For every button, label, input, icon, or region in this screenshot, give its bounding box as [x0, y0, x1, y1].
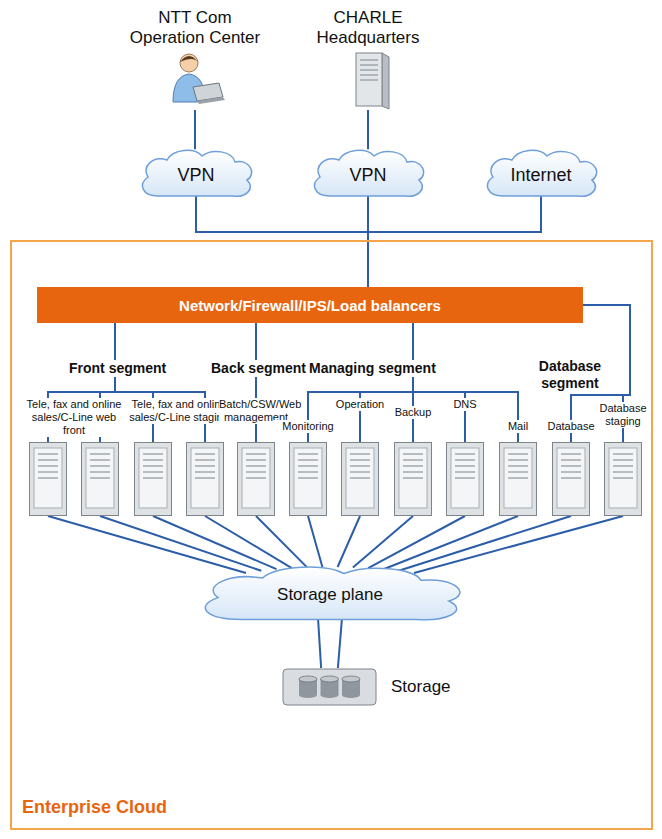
operator-icon — [163, 50, 227, 110]
server-label: Tele, fax and online sales/C-Line web fr… — [22, 398, 126, 437]
site-node: CHARLE Headquarters — [298, 8, 438, 110]
server-node: DNS — [446, 442, 484, 516]
server-node: Database — [552, 442, 590, 516]
cloud-label: VPN — [177, 165, 214, 186]
server-node: Batch/CSW/Web management — [237, 442, 275, 516]
connector — [255, 323, 257, 442]
connector — [367, 110, 369, 149]
connector — [205, 516, 292, 568]
connector — [414, 516, 623, 573]
server-icon — [237, 442, 275, 516]
server-label: Backup — [386, 406, 440, 419]
network-cloud: VPN — [136, 146, 256, 200]
connector — [318, 618, 321, 668]
server-label: Monitoring — [273, 420, 343, 433]
server-label: Database — [545, 420, 597, 433]
storage-node: Storage — [282, 668, 451, 706]
server-icon — [134, 442, 172, 516]
connector — [384, 516, 519, 569]
connector — [399, 516, 571, 571]
cloud-label: VPN — [349, 165, 386, 186]
site-name: CHARLE Headquarters — [298, 8, 438, 48]
connector — [413, 323, 465, 442]
bar-label: Network/Firewall/IPS/Load balancers — [179, 297, 441, 314]
server-label: Tele, fax and online sales/C-Line stagin… — [127, 398, 231, 424]
server-icon — [81, 442, 119, 516]
network-cloud: VPN — [308, 146, 428, 200]
segment-label: Database segment — [527, 358, 613, 392]
connector — [196, 195, 368, 287]
site-name: NTT Com Operation Center — [122, 8, 268, 48]
network-cloud: Internet — [481, 146, 601, 200]
storage-label: Storage — [391, 677, 451, 697]
connector — [100, 516, 261, 571]
server-label: Operation — [328, 398, 392, 411]
segment-label: Back segment — [208, 360, 309, 377]
storage-icon — [282, 668, 377, 706]
region-title: Enterprise Cloud — [22, 797, 167, 818]
cloud-label: Storage plane — [277, 585, 383, 605]
connector — [153, 516, 277, 569]
network-bar: Network/Firewall/IPS/Load balancers — [37, 287, 583, 323]
server-label: Database staging — [596, 402, 650, 428]
server-node: Backup — [394, 442, 432, 516]
server-node: Tele, fax and online sales/C-Line web fr… — [29, 442, 67, 516]
server-icon — [604, 442, 642, 516]
connector — [368, 195, 541, 287]
server-icon — [446, 442, 484, 516]
cloud-region: Enterprise Cloud Network/Firewall/IPS/Loa… — [10, 240, 653, 830]
connector — [48, 516, 246, 573]
server-tower-icon — [336, 50, 400, 110]
server-node — [186, 442, 224, 516]
server-label: Mail — [496, 420, 540, 433]
server-icon — [29, 442, 67, 516]
server-label: DNS — [443, 398, 487, 411]
connector — [194, 110, 196, 149]
cloud-label: Internet — [510, 165, 571, 186]
connector — [338, 516, 360, 567]
network-cloud: Storage plane — [190, 562, 470, 624]
connector — [338, 618, 342, 668]
server-icon — [289, 442, 327, 516]
segment-label: Front segment — [66, 360, 169, 377]
connector — [308, 516, 322, 567]
server-node: Tele, fax and online sales/C-Line stagin… — [134, 442, 172, 516]
server-icon — [341, 442, 379, 516]
server-node — [81, 442, 119, 516]
server-node: Database staging — [604, 442, 642, 516]
site-node: NTT Com Operation Center — [122, 8, 268, 110]
server-node: Operation — [341, 442, 379, 516]
server-node: Monitoring — [289, 442, 327, 516]
segment-label: Managing segment — [306, 360, 439, 377]
connector — [360, 323, 413, 442]
server-icon — [186, 442, 224, 516]
server-node: Mail — [499, 442, 537, 516]
connector — [115, 323, 205, 442]
server-icon — [499, 442, 537, 516]
server-icon — [394, 442, 432, 516]
connector — [256, 516, 307, 567]
server-icon — [552, 442, 590, 516]
